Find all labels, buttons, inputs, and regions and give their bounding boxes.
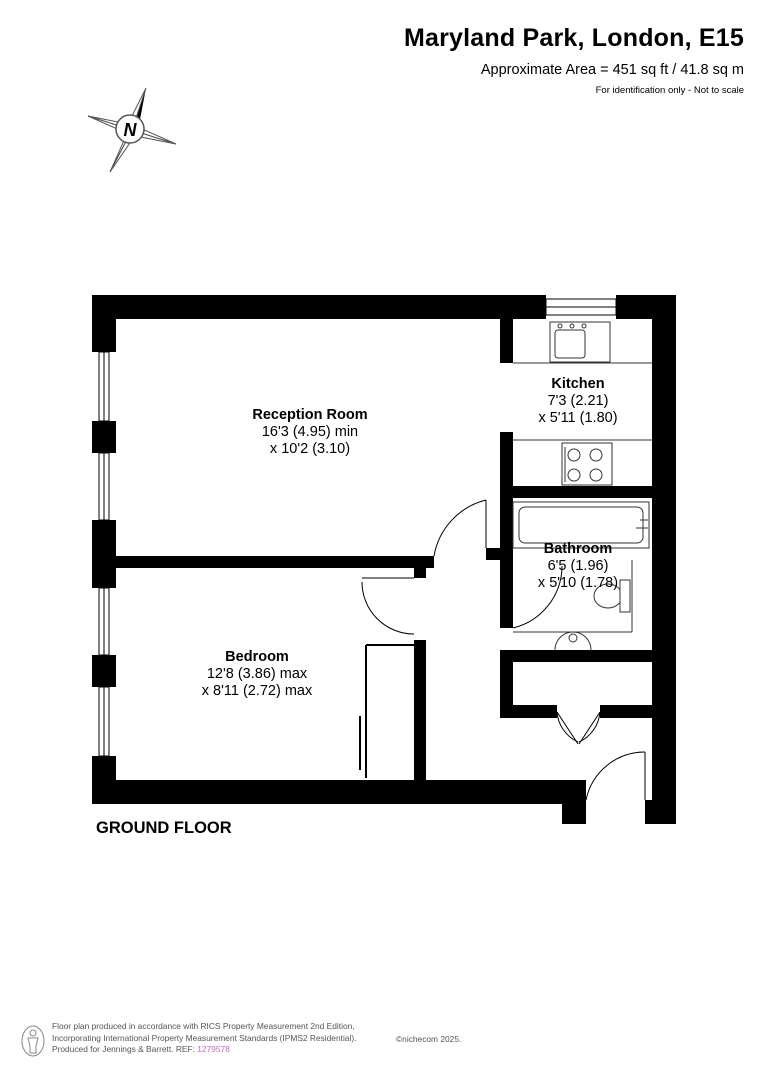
floor-label: GROUND FLOOR [96,819,232,837]
interior-walls [116,319,652,780]
room-dimension: x 10'2 (3.10) [269,441,351,457]
property-title: Maryland Park, London, E15 [403,24,744,52]
door-swings [361,499,646,801]
room-name: Kitchen [551,376,605,392]
outer-walls [92,295,676,824]
room-dimension: 12'8 (3.86) max [206,666,308,682]
room-name: Bathroom [543,541,613,557]
footer-disclaimer: Floor plan produced in accordance with R… [52,1021,356,1056]
kitchen-fixtures [513,321,652,486]
footer-produced-for: Produced for Jennings & Barrett. REF: [52,1044,195,1054]
room-dimension: x 5'11 (1.80) [538,410,618,426]
compass-label: N [124,120,138,140]
footer-ref: 1279578 [197,1044,230,1054]
room-bathroom: Bathroom 6'5 (1.96) x 5'10 (1.78) [523,541,633,592]
room-bedroom: Bedroom 12'8 (3.86) max x 8'11 (2.72) ma… [177,649,337,700]
room-dimension: 16'3 (4.95) min [261,424,359,440]
wardrobe [365,644,414,778]
room-kitchen: Kitchen 7'3 (2.21) x 5'11 (1.80) [523,376,633,427]
room-dimension: x 5'10 (1.78) [537,575,619,591]
room-name: Bedroom [225,649,289,665]
room-dimension: 7'3 (2.21) [547,393,609,409]
room-reception: Reception Room 16'3 (4.95) min x 10'2 (3… [215,407,405,458]
room-dimension: 6'5 (1.96) [547,558,609,574]
compass-north-icon: N [87,87,177,173]
person-icon [21,1025,45,1057]
room-name: Reception Room [252,407,368,423]
nichecom-logo: ©nichecom 2025. [396,1034,462,1044]
footer-line: Incorporating International Property Mea… [52,1032,357,1043]
bathroom-fixtures [512,501,650,651]
approximate-area: Approximate Area = 451 sq ft / 41.8 sq m [480,62,744,78]
footer-line: Produced for Jennings & Barrett. REF: 12… [52,1044,356,1056]
room-dimension: x 8'11 (2.72) max [201,683,313,699]
scale-note: For identification only - Not to scale [595,85,744,96]
footer-line: Floor plan produced in accordance with R… [52,1021,355,1031]
